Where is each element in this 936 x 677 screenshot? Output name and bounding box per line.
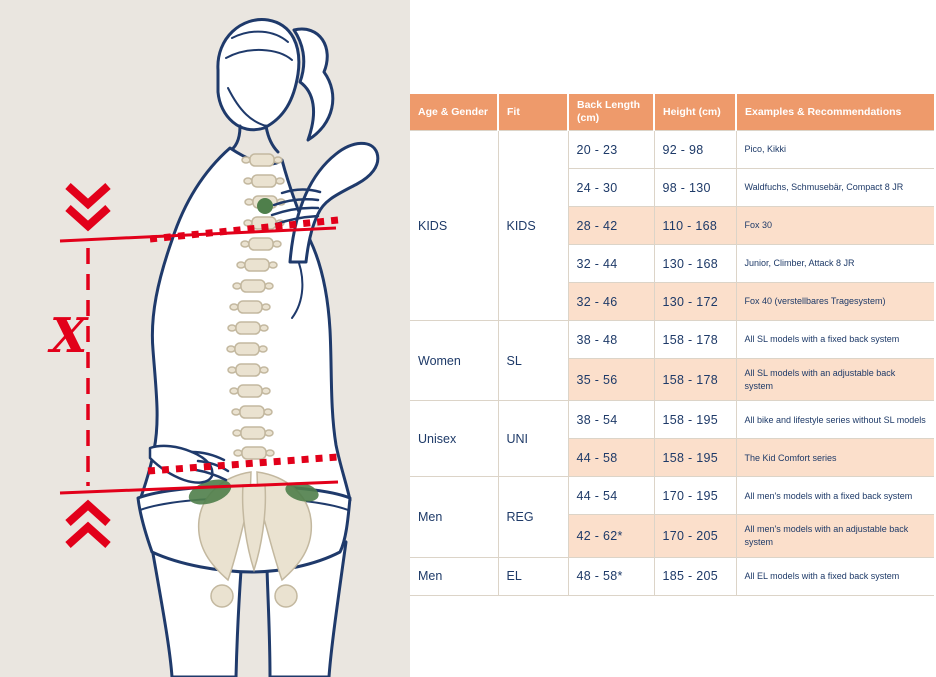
back-length-cell: 35 - 56 [567,358,654,401]
fit-cell: KIDS [497,130,568,321]
column-header: Fit [498,94,569,131]
examples-cell: The Kid Comfort series [735,438,934,477]
height-cell: 158 - 195 [653,400,736,439]
c7-vertebra-marker [257,198,273,214]
back-measurement-illustration: X [0,0,410,677]
height-cell: 130 - 172 [653,282,736,321]
bottom-dotted-line [147,453,339,475]
back-length-cell: 42 - 62* [567,514,654,558]
back-length-cell: 24 - 30 [567,168,654,207]
top-dotted-line [149,216,339,243]
back-length-cell: 38 - 54 [567,400,654,439]
examples-cell: Waldfuchs, Schmusebär, Compact 8 JR [735,168,934,207]
finger [270,206,320,217]
age-gender-cell: Men [410,476,498,558]
back-length-measurement [59,183,339,548]
column-header: Height (cm) [654,94,737,131]
height-cell: 98 - 130 [653,168,736,207]
hair-strand [227,87,267,127]
height-cell: 110 - 168 [653,206,736,245]
height-cell: 170 - 205 [653,514,736,558]
finger [196,459,230,473]
height-cell: 185 - 205 [653,556,736,596]
back-length-cell: 32 - 44 [567,244,654,283]
examples-cell: All EL models with a fixed back system [735,556,934,596]
back-length-cell: 28 - 42 [567,206,654,245]
fit-cell: UNI [497,400,568,477]
finger [280,188,322,195]
examples-cell: All bike and lifestyle series without SL… [735,400,934,439]
height-cell: 92 - 98 [653,130,736,169]
age-gender-cell: Men [410,556,498,596]
back-length-x-label: X [47,308,89,364]
examples-cell: All men's models with a fixed back syste… [735,476,934,515]
back-length-cell: 48 - 58* [567,556,654,596]
column-header: Age & Gender [410,94,499,131]
top-arrow-icon [65,205,111,232]
examples-cell: All SL models with a fixed back system [735,320,934,359]
hair-strand [225,48,293,61]
hair-strand [231,30,289,43]
finger [272,197,320,207]
fit-cell: SL [497,320,568,401]
back-length-cell: 38 - 48 [567,320,654,359]
fit-cell: EL [497,556,568,596]
illustration-panel: X [0,0,410,677]
height-cell: 158 - 195 [653,438,736,477]
examples-cell: Junior, Climber, Attack 8 JR [735,244,934,283]
column-header: Examples & Recommendations [736,94,934,131]
ponytail [292,27,335,142]
finger [194,468,228,482]
neck-line [264,124,280,154]
examples-cell: Fox 40 (verstellbares Tragesystem) [735,282,934,321]
examples-cell: Pico, Kikki [735,130,934,169]
fit-cell: REG [497,476,568,558]
age-gender-cell: KIDS [410,130,498,321]
back-length-cell: 44 - 58 [567,438,654,477]
bottom-arrow-icon [65,499,111,526]
bottom-reference-line [59,480,339,495]
back-length-cell: 32 - 46 [567,282,654,321]
age-gender-cell: Women [410,320,498,401]
examples-cell: All men's models with an adjustable back… [735,514,934,558]
top-arrow-icon [65,183,111,210]
height-cell: 130 - 168 [653,244,736,283]
column-header: Back Length (cm) [568,94,655,131]
bottom-arrow-icon [65,521,111,548]
examples-cell: All SL models with an adjustable back sy… [735,358,934,401]
height-cell: 158 - 178 [653,320,736,359]
examples-cell: Fox 30 [735,206,934,245]
finger [190,450,226,462]
back-length-cell: 20 - 23 [567,130,654,169]
height-cell: 158 - 178 [653,358,736,401]
height-cell: 170 - 195 [653,476,736,515]
back-length-cell: 44 - 54 [567,476,654,515]
age-gender-cell: Unisex [410,400,498,477]
